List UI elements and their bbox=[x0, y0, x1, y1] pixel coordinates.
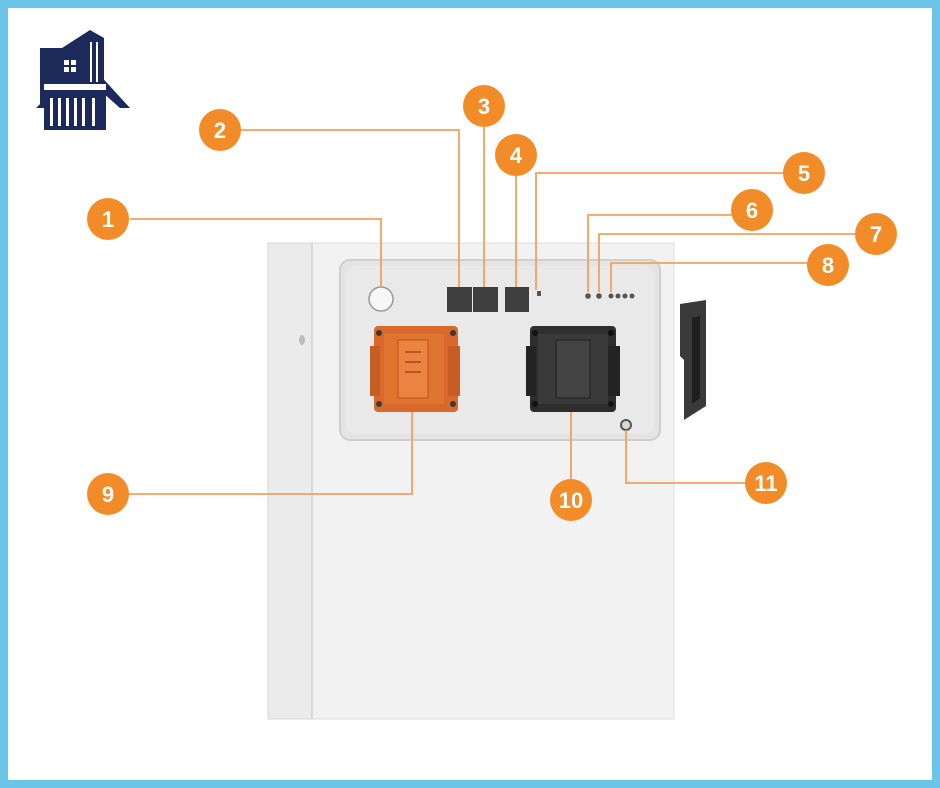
callout-7: 7 bbox=[855, 213, 897, 255]
callout-2-label: 2 bbox=[214, 118, 226, 143]
leader-lines bbox=[126, 126, 856, 495]
communication-port-a bbox=[447, 287, 472, 312]
callout-1: 1 bbox=[87, 198, 129, 240]
orange-power-connector bbox=[370, 326, 460, 412]
callout-10-label: 10 bbox=[559, 488, 583, 513]
callout-5-label: 5 bbox=[798, 161, 810, 186]
callout-10: 10 bbox=[550, 479, 592, 521]
callout-3-label: 3 bbox=[478, 94, 490, 119]
black-power-connector bbox=[526, 326, 620, 412]
leader-line-8 bbox=[610, 262, 808, 292]
communication-port-b bbox=[473, 287, 498, 312]
communication-port-c bbox=[505, 287, 529, 312]
callout-9-label: 9 bbox=[102, 482, 114, 507]
indicator-leds bbox=[585, 293, 635, 299]
reset-pinhole bbox=[537, 291, 541, 296]
callout-4-label: 4 bbox=[510, 143, 523, 168]
callout-9: 9 bbox=[87, 473, 129, 515]
leader-line-2 bbox=[238, 129, 460, 287]
callout-3: 3 bbox=[463, 85, 505, 127]
battery-cabinet bbox=[267, 242, 675, 720]
leader-line-6 bbox=[587, 214, 738, 292]
led-indicator-a bbox=[585, 293, 591, 299]
leader-line-1 bbox=[130, 218, 382, 287]
leader-line-5 bbox=[535, 172, 792, 290]
callout-5: 5 bbox=[783, 152, 825, 194]
hinge-screw-icon bbox=[299, 335, 305, 345]
callout-11: 11 bbox=[745, 462, 787, 504]
building-logo-icon bbox=[36, 30, 130, 130]
callout-7-label: 7 bbox=[870, 222, 882, 247]
callout-11-label: 11 bbox=[754, 471, 777, 496]
leader-line-11 bbox=[625, 430, 747, 484]
grounding-point bbox=[620, 419, 632, 431]
power-button bbox=[368, 286, 394, 312]
led-indicator-c bbox=[608, 293, 614, 299]
side-handle bbox=[680, 300, 706, 420]
callout-6-label: 6 bbox=[746, 198, 758, 223]
leader-line-7 bbox=[598, 233, 856, 292]
led-indicator-b bbox=[596, 293, 602, 299]
callout-2: 2 bbox=[199, 109, 241, 151]
leader-line-9 bbox=[126, 412, 413, 495]
callout-1-label: 1 bbox=[102, 207, 114, 232]
port-group bbox=[447, 287, 541, 312]
callout-6: 6 bbox=[731, 189, 773, 231]
callout-8-label: 8 bbox=[822, 253, 834, 278]
callout-4: 4 bbox=[495, 134, 537, 176]
callout-8: 8 bbox=[807, 244, 849, 286]
